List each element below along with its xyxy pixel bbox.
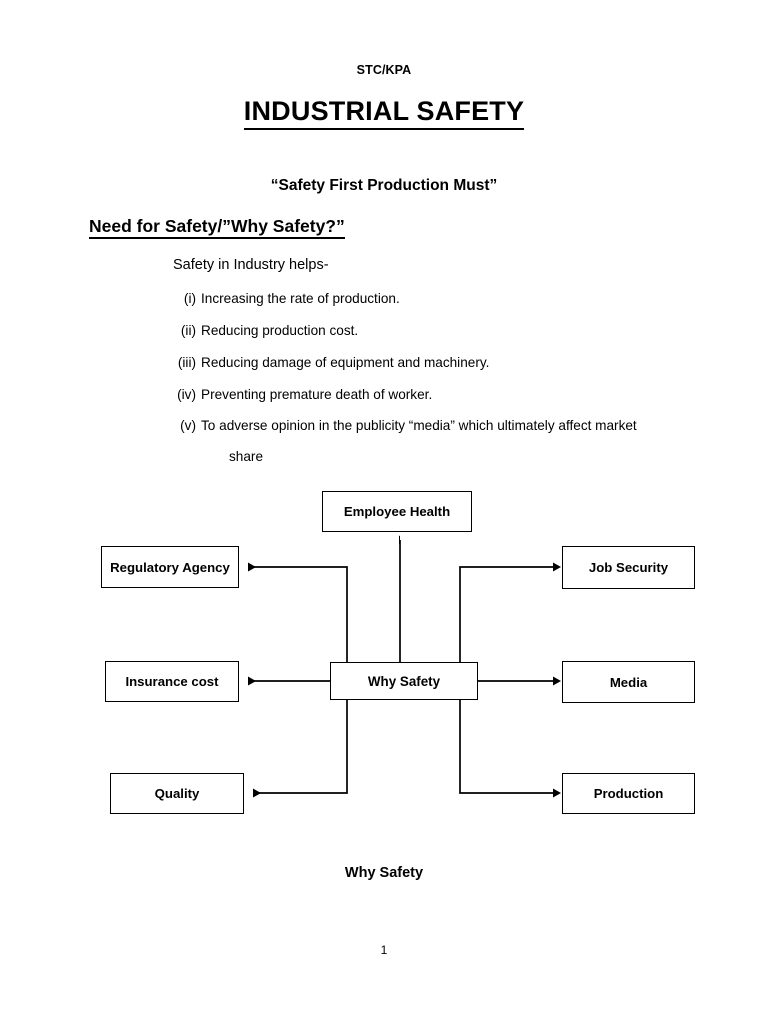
document-code: STC/KPA: [356, 63, 412, 77]
connector-to-job-security: [459, 562, 561, 662]
list-item-text: Preventing premature death of worker.: [201, 386, 433, 402]
diagram-node-job-security[interactable]: Job Security: [562, 546, 695, 589]
diagram-node-insurance-cost[interactable]: Insurance cost: [105, 661, 239, 702]
list-item-text-main: To adverse opinion in the publicity “med…: [201, 418, 637, 434]
list-item-text: Reducing production cost.: [201, 322, 359, 338]
diagram-node-regulatory-agency[interactable]: Regulatory Agency: [101, 546, 239, 588]
diagram-node-employee-health[interactable]: Employee Health: [322, 491, 472, 532]
list-item: (i) Increasing the rate of production.: [166, 290, 726, 308]
list-item-marker: (ii): [180, 322, 196, 338]
diagram-connectors: [248, 480, 561, 798]
list-item-text: To adverse opinion in the publicity “med…: [201, 417, 726, 466]
list-lead-in: Safety in Industry helps-: [173, 257, 329, 273]
section-heading-text: Need for Safety/”Why Safety?”: [89, 216, 345, 239]
diagram-caption: Why Safety: [344, 865, 424, 881]
diagram-node-why-safety-center[interactable]: Why Safety: [330, 662, 478, 700]
list-item: (iii) Reducing damage of equipment and m…: [166, 354, 726, 372]
list-item-marker: (v): [180, 418, 196, 434]
list-item: (ii) Reducing production cost.: [166, 322, 726, 340]
connector-to-quality: [253, 700, 348, 798]
list-item-text: Reducing damage of equipment and machine…: [201, 354, 490, 370]
why-safety-diagram: Employee Health Regulatory Agency Job Se…: [0, 480, 768, 840]
connector-to-regulatory-agency: [248, 562, 348, 662]
page-title-text: INDUSTRIAL SAFETY: [243, 96, 525, 130]
benefits-list: (i) Increasing the rate of production. (…: [166, 290, 726, 480]
list-item-text-continuation: share: [229, 448, 264, 464]
page-title: INDUSTRIAL SAFETY: [0, 96, 768, 130]
diagram-node-quality[interactable]: Quality: [110, 773, 244, 814]
list-item-marker: (iv): [177, 386, 196, 402]
diagram-node-media[interactable]: Media: [562, 661, 695, 703]
document-subtitle: “Safety First Production Must”: [270, 177, 498, 194]
list-item: (iv) Preventing premature death of worke…: [166, 386, 726, 404]
list-item: (v) To adverse opinion in the publicity …: [166, 417, 726, 466]
list-item-text: Increasing the rate of production.: [201, 291, 400, 306]
diagram-node-production[interactable]: Production: [562, 773, 695, 814]
section-heading: Need for Safety/”Why Safety?”: [89, 216, 345, 239]
list-item-marker: (iii): [177, 354, 196, 370]
list-item-marker: (i): [183, 291, 196, 306]
page-number: 1: [380, 943, 388, 957]
connector-to-production: [459, 700, 561, 798]
